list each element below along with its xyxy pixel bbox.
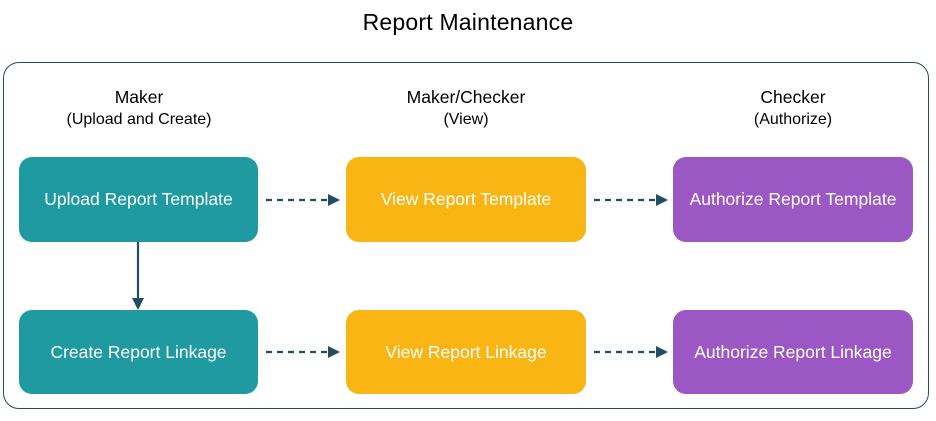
column-role-label: Maker/Checker xyxy=(406,87,526,107)
column-scope-label: (Upload and Create) xyxy=(66,111,212,128)
arrow-upload-template-to-create-linkage xyxy=(128,242,148,312)
column-header-maker: Maker (Upload and Create) xyxy=(19,86,259,131)
node-view-report-template[interactable]: View Report Template xyxy=(346,157,586,242)
node-create-report-linkage[interactable]: Create Report Linkage xyxy=(19,310,258,394)
arrow-upload-template-to-view-template xyxy=(266,191,342,209)
diagram-frame xyxy=(3,62,929,409)
node-view-report-linkage[interactable]: View Report Linkage xyxy=(346,310,586,394)
column-scope-label: (View) xyxy=(443,111,489,128)
column-header-checker: Checker (Authorize) xyxy=(673,86,913,131)
arrow-view-template-to-authorize-template xyxy=(594,191,670,209)
node-authorize-report-linkage[interactable]: Authorize Report Linkage xyxy=(673,310,913,394)
node-upload-report-template[interactable]: Upload Report Template xyxy=(19,157,258,242)
column-role-label: Maker xyxy=(114,87,164,107)
page-title: Report Maintenance xyxy=(362,9,574,35)
node-authorize-report-template[interactable]: Authorize Report Template xyxy=(673,157,913,242)
arrow-create-linkage-to-view-linkage xyxy=(266,343,342,361)
column-header-maker-checker: Maker/Checker (View) xyxy=(346,86,586,131)
column-scope-label: (Authorize) xyxy=(753,111,833,128)
column-role-label: Checker xyxy=(760,87,826,107)
arrow-view-linkage-to-authorize-linkage xyxy=(594,343,670,361)
